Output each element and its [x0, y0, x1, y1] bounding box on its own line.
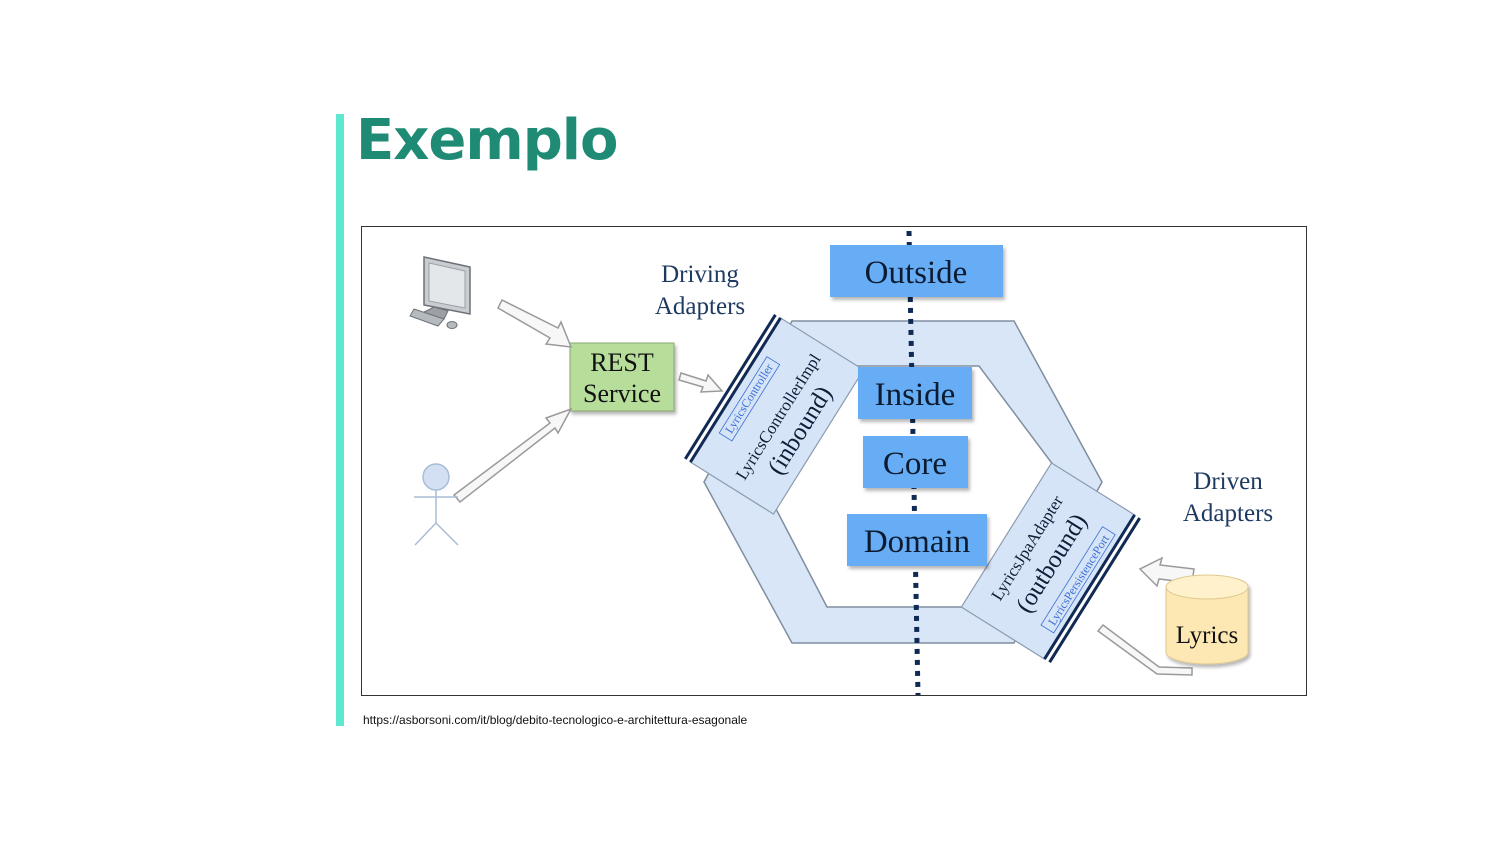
accent-bar: [336, 114, 344, 726]
computer-monitor-icon: [409, 256, 471, 329]
source-url: https://asborsoni.com/it/blog/debito-tec…: [363, 713, 748, 727]
arrow-monitor-to-rest: [497, 298, 573, 348]
core-box: [863, 436, 968, 488]
user-stick-figure-icon: [414, 463, 459, 546]
driving-adapters-label-line2: Adapters: [655, 293, 745, 320]
domain-box: [847, 514, 987, 566]
arrow-rest-to-inbound-port: [678, 372, 724, 393]
hexagonal-diagram: LyricsController LyricsControllerImpl (i…: [409, 230, 1273, 695]
driven-adapters-label-line2: Adapters: [1183, 500, 1273, 527]
arrow-user-to-rest: [452, 407, 573, 504]
database-cylinder-icon: [1165, 574, 1249, 665]
inside-box: [858, 367, 972, 419]
rest-service-label-line2: Service: [583, 379, 661, 408]
outside-label: Outside: [865, 255, 968, 291]
slide-title: Exemplo: [356, 108, 618, 173]
inside-label: Inside: [875, 377, 956, 413]
line-outbound-port-to-database: [1096, 623, 1193, 676]
outbound-adapter: LyricsJpaAdapter (outbound) LyricsPersis…: [960, 462, 1141, 664]
outside-box: [830, 245, 1003, 297]
inbound-adapter: LyricsController LyricsControllerImpl (i…: [684, 313, 865, 515]
rest-service-label-line1: REST: [590, 348, 654, 377]
hexagonal-architecture-figure: LyricsController LyricsControllerImpl (i…: [361, 226, 1307, 696]
domain-label: Domain: [864, 524, 970, 560]
database-label: Lyrics: [1176, 622, 1239, 649]
driven-adapters-label-line1: Driven: [1193, 468, 1263, 495]
core-label: Core: [883, 446, 947, 482]
rest-service-box: [569, 342, 675, 412]
driving-adapters-label-line1: Driving: [661, 261, 739, 288]
